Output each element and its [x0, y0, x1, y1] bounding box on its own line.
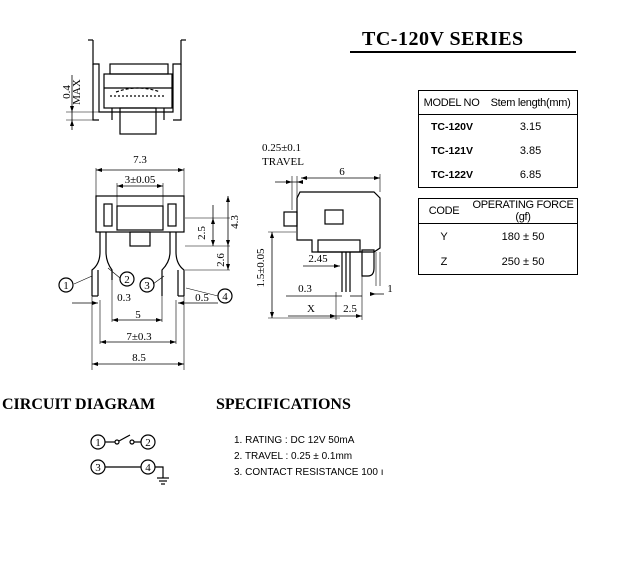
dim-width-3: 3±0.05: [125, 174, 156, 186]
force-value: 250 ± 50: [501, 255, 545, 268]
front-view: [58, 168, 233, 370]
force-header-code: CODE: [428, 205, 460, 217]
table-row: Z 250 ± 50: [419, 249, 578, 275]
force-table: CODE OPERATING FORCE (gf) Y 180 ± 50 Z 2…: [418, 198, 578, 275]
dim-pitch-7: 7±0.3: [126, 331, 152, 343]
force-code: Y: [440, 230, 448, 243]
pin-4-marker: [217, 288, 233, 304]
pin-numbers: 1 2 3 4 1 2 3 4: [63, 274, 228, 474]
stem-length: 6.85: [519, 168, 542, 181]
dim-side-1: 1: [387, 283, 393, 295]
dim-travel-value: 0.25±0.1: [262, 142, 301, 154]
spec-travel: 2. TRAVEL : 0.25 ± 0.1mm: [234, 451, 353, 462]
model-name: TC-121V: [431, 144, 474, 157]
dim-pitch-0-5: 0.5: [195, 292, 209, 304]
dim-side-x: X: [307, 303, 315, 315]
circuit-pin-1-label: 1: [95, 437, 101, 449]
series-title-underline: [350, 51, 576, 53]
table-row: TC-122V 6.85: [419, 163, 578, 188]
stem-length: 3.15: [519, 121, 542, 134]
pin-3-marker: [139, 277, 155, 293]
force-header-force: OPERATING FORCE (gf): [472, 199, 574, 223]
force-code: Z: [440, 255, 448, 268]
circuit-pin-3-label: 3: [95, 462, 101, 474]
force-value: 180 ± 50: [501, 230, 545, 243]
side-view: [268, 174, 384, 320]
dim-side-0-3: 0.3: [298, 283, 312, 295]
model-table: MODEL NO Stem length(mm) TC-120V 3.15 TC…: [418, 90, 578, 188]
circuit-heading: CIRCUIT DIAGRAM: [2, 396, 156, 413]
circuit-pin-4-label: 4: [145, 462, 151, 474]
dim-side-2-45: 2.45: [308, 253, 328, 265]
dim-side-1-5: 1.5±0.05: [255, 248, 267, 288]
model-name: TC-120V: [431, 121, 474, 134]
dim-height-2-6: 2.6: [215, 253, 227, 267]
dim-pitch-5: 5: [135, 309, 141, 321]
table-row: Y 180 ± 50: [419, 224, 578, 250]
dim-height-2-5: 2.5: [196, 226, 208, 240]
spec-rating: 1. RATING : DC 12V 50mA: [234, 435, 355, 446]
circuit-pin-2-label: 2: [145, 437, 151, 449]
dim-side-6: 6: [339, 166, 345, 178]
circuit-diagram: [90, 434, 169, 485]
table-row: TC-120V 3.15: [419, 115, 578, 140]
dim-top-max-value: 0.4: [61, 85, 73, 99]
pin-4-label: 4: [222, 291, 228, 303]
dim-travel-label: TRAVEL: [262, 156, 304, 168]
dim-width-7-3: 7.3: [133, 154, 147, 166]
spec-contact-resistance: 3. CONTACT RESISTANCE 100 ı: [234, 467, 384, 478]
table-row: TC-121V 3.85: [419, 139, 578, 163]
series-title: TC-120V SERIES: [362, 28, 524, 50]
spec-heading: SPECIFICATIONS: [216, 396, 351, 413]
dimension-arrows: [70, 106, 380, 366]
pin-3-label: 3: [144, 280, 150, 292]
dim-pitch-0-3: 0.3: [117, 292, 131, 304]
pin-1-label: 1: [63, 280, 69, 292]
dim-height-4-3: 4.3: [229, 215, 241, 229]
pin-2-marker: [119, 271, 135, 287]
model-name: TC-122V: [431, 168, 474, 181]
model-header-stem: Stem length(mm): [490, 96, 571, 109]
force-table-header: CODE OPERATING FORCE (gf): [418, 199, 578, 224]
model-header-model: MODEL NO: [423, 96, 480, 109]
pin-2-label: 2: [124, 274, 130, 286]
model-table-header: MODEL NO Stem length(mm): [418, 91, 578, 115]
pin-1-marker: [58, 277, 74, 293]
top-view: [66, 39, 186, 135]
dim-width-8-5: 8.5: [132, 352, 146, 364]
stem-length: 3.85: [519, 144, 542, 157]
dim-side-2-5: 2.5: [343, 303, 357, 315]
dim-top-max-label: MAX: [71, 79, 83, 105]
dimension-labels: 0.4 MAX 7.3 3±0.05 2.5 4.3 2.6 0.3 0.5 5…: [61, 79, 393, 364]
